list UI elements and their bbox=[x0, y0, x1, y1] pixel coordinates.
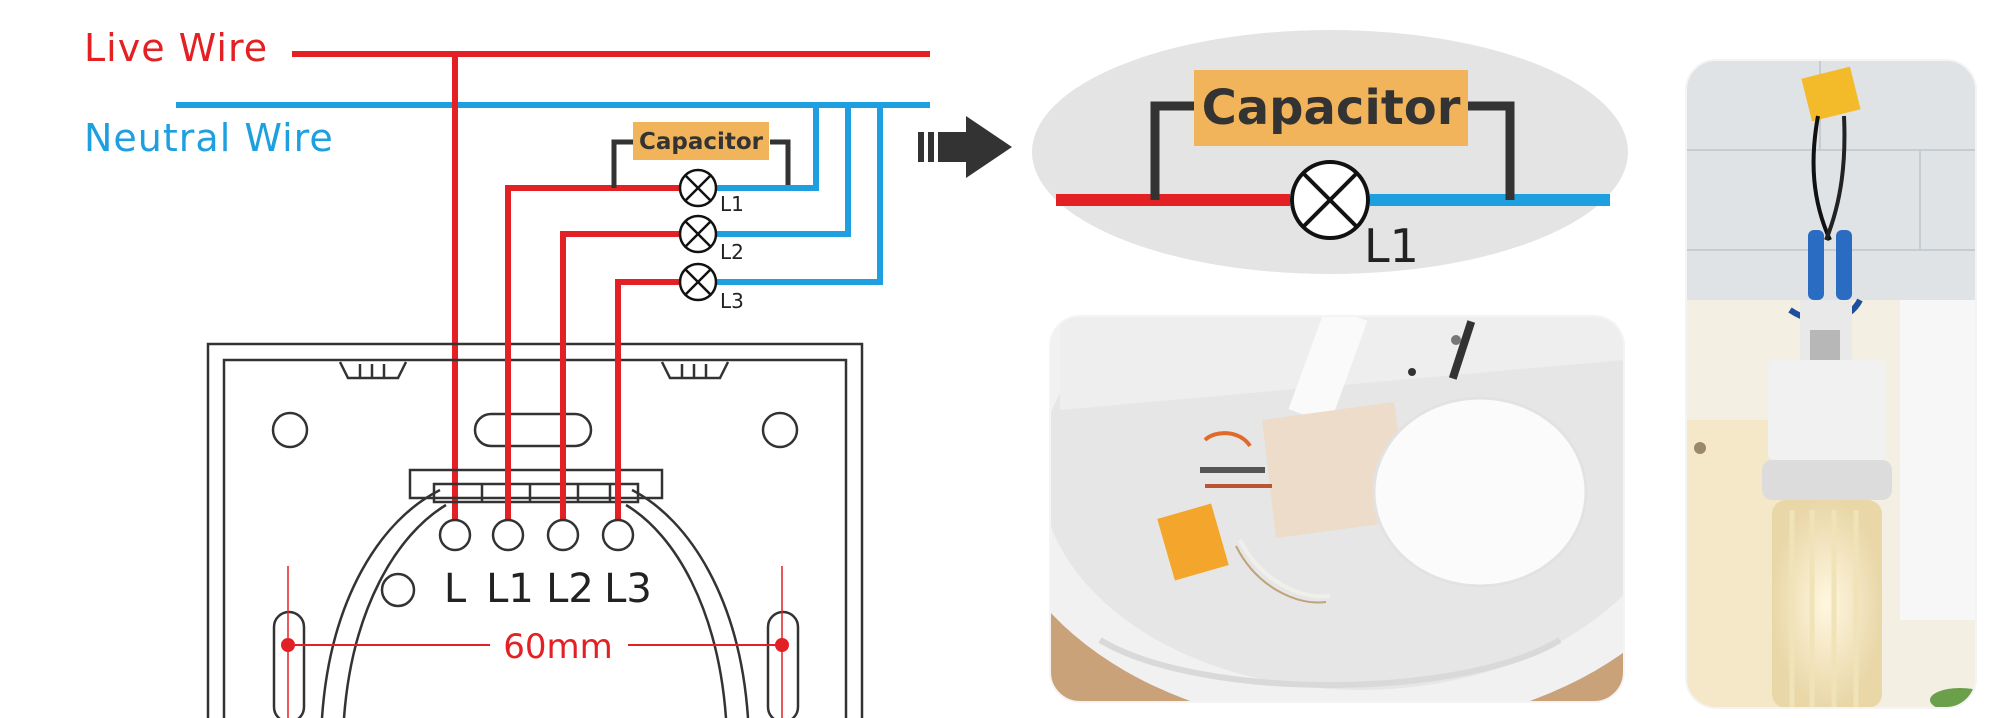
dimension-label: 60mm bbox=[503, 627, 613, 667]
terminal-label-l1: L1 bbox=[486, 566, 534, 612]
dimension-60mm bbox=[281, 566, 789, 718]
load-circuits-live bbox=[505, 185, 684, 530]
capacitor-zoom-box bbox=[1194, 70, 1468, 146]
terminal-label-l: L bbox=[444, 566, 467, 612]
neutral-wire-label: Neutral Wire bbox=[84, 116, 334, 160]
arrow-right-icon bbox=[918, 116, 1012, 178]
capacitor-label-zoom: Capacitor bbox=[1202, 80, 1461, 136]
lamp-l2-icon bbox=[678, 214, 718, 254]
live-wire-label: Live Wire bbox=[84, 26, 268, 70]
capacitor-small bbox=[633, 122, 769, 160]
load-label-l2: L2 bbox=[720, 240, 744, 264]
switch-plate-drawing bbox=[206, 342, 864, 718]
load-label-l3: L3 bbox=[720, 289, 744, 313]
terminal-label-l2: L2 bbox=[546, 566, 594, 612]
load-circuits-neutral bbox=[714, 105, 883, 285]
capacitor-leads-small bbox=[611, 139, 791, 188]
lamp-l3-icon bbox=[678, 262, 718, 302]
lamp-l1-icon bbox=[678, 168, 718, 208]
zoom-load-label: L1 bbox=[1364, 219, 1419, 273]
terminal-label-l3: L3 bbox=[604, 566, 652, 612]
terminal-screws bbox=[438, 518, 635, 552]
load-label-l1: L1 bbox=[720, 192, 744, 216]
photo-bulb-capacitor-closeup bbox=[1686, 60, 1976, 708]
capacitor-label-small: Capacitor bbox=[639, 129, 764, 155]
photo-ceiling-lamp-capacitor bbox=[1050, 316, 1624, 702]
capacitor-zoom-detail: Capacitor L1 bbox=[1032, 30, 1628, 274]
